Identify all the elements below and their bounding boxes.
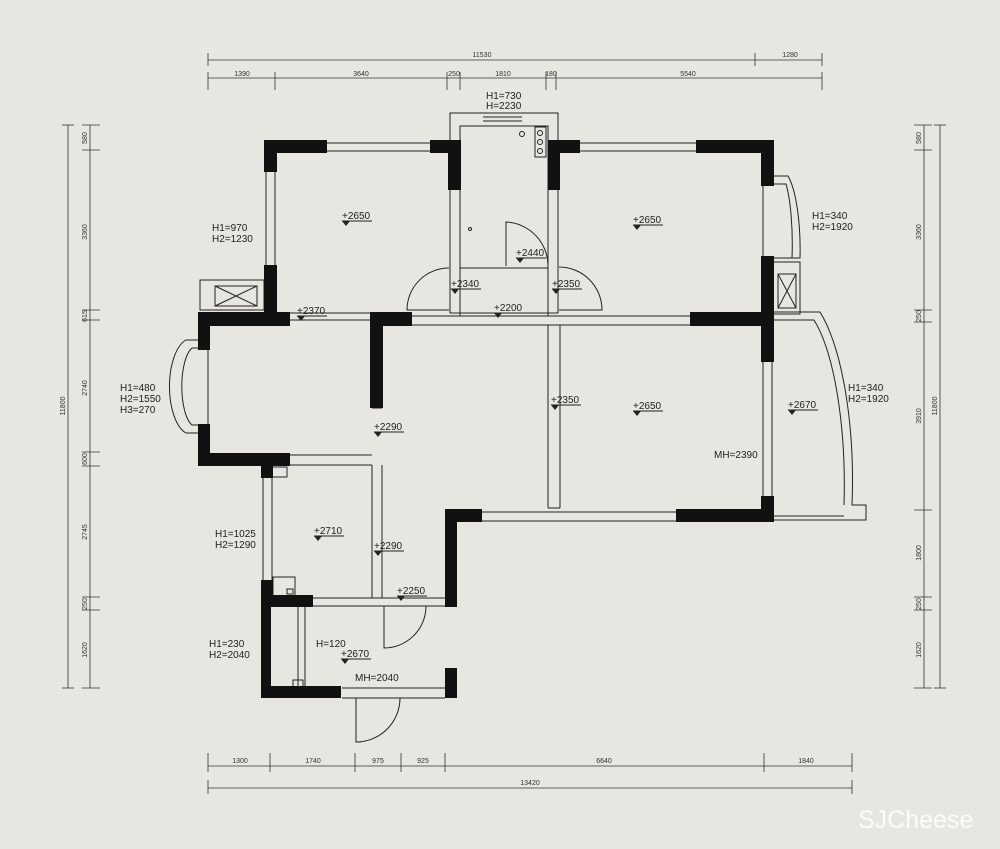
dim-bottom-overall: 13420 <box>520 780 540 787</box>
annotation-right-window-h1: H1=340 <box>812 211 848 222</box>
annotation-balcony-h2: H2=1920 <box>848 394 889 405</box>
annotation-top-window-h1: H1=730 <box>486 91 522 102</box>
svg-text:+2650: +2650 <box>633 215 662 226</box>
level-markers: +2650 +2440 +2650 +2340 +2350 +2200 +237… <box>297 211 818 664</box>
annotation-bay-window-h2: H2=1550 <box>120 394 161 405</box>
svg-text:+2440: +2440 <box>516 248 545 259</box>
level-marker: +2670 <box>341 649 371 664</box>
svg-text:+2670: +2670 <box>788 400 817 411</box>
dim-bottom-part: 1840 <box>798 758 814 765</box>
svg-text:+2290: +2290 <box>374 541 403 552</box>
dim-bottom-part: 975 <box>372 758 384 765</box>
level-marker: +2670 <box>788 400 818 415</box>
level-marker: +2650 <box>633 215 663 230</box>
dim-bottom-part: 6640 <box>596 758 612 765</box>
dim-left-part: 1620 <box>82 642 89 658</box>
annotation-top-window-h: H=2230 <box>486 101 522 112</box>
dimension-labels: 11530 1280 1390 3640 250 1810 180 5540 1… <box>60 52 939 787</box>
dim-top-overall-1: 11530 <box>473 52 492 59</box>
dim-left-part: 2745 <box>82 524 89 540</box>
dim-left-part: 2740 <box>82 380 89 396</box>
dim-top-overall-2: 1280 <box>782 52 798 59</box>
dim-right-part: 580 <box>916 132 923 144</box>
annotation-right-window-h2: H2=1920 <box>812 222 853 233</box>
annotation-kitchen-window-h1: H1=1025 <box>215 529 256 540</box>
dim-bottom-part: 1740 <box>305 758 321 765</box>
svg-text:+2650: +2650 <box>633 401 662 412</box>
svg-text:+2290: +2290 <box>374 422 403 433</box>
level-marker: +2350 <box>552 279 582 294</box>
annotations: H1=730 H=2230 H1=970 H2=1230 H1=340 H2=1… <box>120 91 889 684</box>
svg-text:+2710: +2710 <box>314 526 343 537</box>
level-marker: +2340 <box>451 279 481 294</box>
dim-top-part: 250 <box>448 71 460 78</box>
annotation-bay-window-h3: H3=270 <box>120 405 156 416</box>
level-marker: +2290 <box>374 422 404 437</box>
level-marker: +2650 <box>342 211 372 226</box>
dim-right-part: 3910 <box>916 408 923 424</box>
walls <box>198 140 774 698</box>
svg-text:+2250: +2250 <box>397 586 426 597</box>
dim-left-overall: 11800 <box>60 396 67 415</box>
annotation-bay-window-h1: H1=480 <box>120 383 156 394</box>
dim-left-part: 3360 <box>82 224 89 240</box>
level-marker: +2290 <box>374 541 404 556</box>
level-marker: +2200 <box>494 303 524 318</box>
level-marker: +2710 <box>314 526 344 541</box>
dimension-lines <box>62 53 946 794</box>
svg-text:+2350: +2350 <box>551 395 580 406</box>
level-marker: +2250 <box>397 586 427 601</box>
dim-top-part: 180 <box>545 71 557 78</box>
dim-top-part: 5540 <box>680 71 696 78</box>
annotation-entry-mh: MH=2040 <box>355 673 399 684</box>
watermark: SJCheese <box>858 806 973 834</box>
svg-text:+2370: +2370 <box>297 306 326 317</box>
svg-text:+2670: +2670 <box>341 649 370 660</box>
annotation-entry-window-h1: H1=230 <box>209 639 245 650</box>
annotation-entry-h: H=120 <box>316 639 346 650</box>
level-marker: +2650 <box>633 401 663 416</box>
svg-text:+2350: +2350 <box>552 279 581 290</box>
dim-right-part: 1620 <box>916 642 923 658</box>
dim-left-part: 580 <box>82 132 89 144</box>
dim-right-part: 250 <box>916 310 923 322</box>
dim-right-part: 3360 <box>916 224 923 240</box>
svg-text:+2340: +2340 <box>451 279 480 290</box>
dim-bottom-part: 1300 <box>232 758 248 765</box>
annotation-left-window-h2: H2=1230 <box>212 234 253 245</box>
annotation-left-window-h1: H1=970 <box>212 223 248 234</box>
dim-left-part: 250 <box>82 598 89 610</box>
level-marker: +2350 <box>551 395 581 410</box>
dim-top-part: 1810 <box>495 71 511 78</box>
level-marker: +2370 <box>297 306 327 321</box>
dim-top-part: 3640 <box>353 71 369 78</box>
annotation-kitchen-window-h2: H2=1290 <box>215 540 256 551</box>
annotation-balcony-h1: H1=340 <box>848 383 884 394</box>
interior-lines <box>168 112 867 743</box>
dim-right-overall: 11800 <box>932 396 939 415</box>
level-marker: +2440 <box>516 248 546 263</box>
dim-top-part: 1390 <box>234 71 250 78</box>
dim-left-part: 600 <box>82 453 89 465</box>
svg-text:+2200: +2200 <box>494 303 523 314</box>
svg-text:+2650: +2650 <box>342 211 371 222</box>
dim-right-part: 1800 <box>916 545 923 561</box>
dim-left-part: 615 <box>82 310 89 322</box>
annotation-living-mh: MH=2390 <box>714 450 758 461</box>
annotation-entry-window-h2: H2=2040 <box>209 650 250 661</box>
dim-bottom-part: 925 <box>417 758 429 765</box>
dim-right-part: 250 <box>916 598 923 610</box>
